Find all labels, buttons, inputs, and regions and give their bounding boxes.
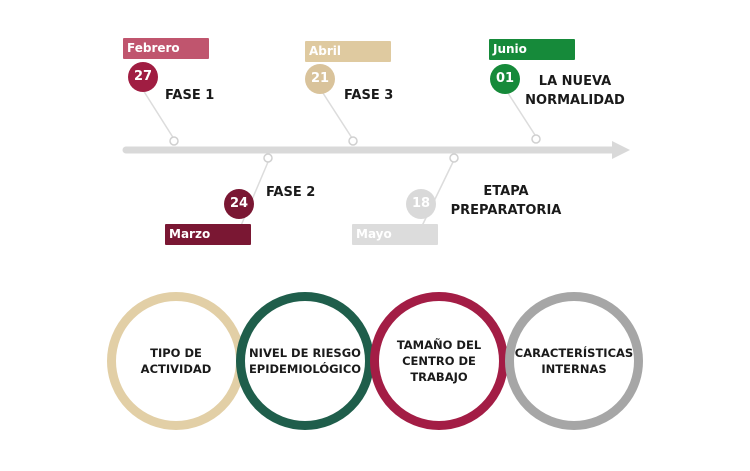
- ring-text-line1: CARACTERÍSTICAS: [514, 346, 634, 360]
- phase-label-fase1: FASE 1: [165, 88, 215, 103]
- node-fase1: [169, 136, 179, 146]
- ring-text-line3: TRABAJO: [410, 370, 468, 384]
- ring-text-line2: INTERNAS: [541, 362, 607, 376]
- phase-label-nueva-normalidad: LA NUEVA NORMALIDAD: [525, 72, 625, 110]
- month-tag-marzo: Marzo: [165, 224, 251, 245]
- ring-text-line2: CENTRO DE: [402, 354, 476, 368]
- connector-normalidad: [505, 89, 536, 136]
- day-dot-18: 18: [406, 189, 436, 219]
- day-dot-21: 21: [305, 64, 335, 94]
- node-fase3: [348, 136, 358, 146]
- connector-fase3: [320, 89, 353, 139]
- criteria-ring-caracteristicas: CARACTERÍSTICAS INTERNAS: [505, 292, 643, 430]
- criteria-ring-tipo-actividad: TIPO DE ACTIVIDAD: [107, 292, 245, 430]
- phase-label-fase2: FASE 2: [266, 185, 316, 200]
- phase-label-line2: PREPARATORIA: [450, 203, 562, 218]
- month-tag-abril: Abril: [305, 41, 391, 62]
- month-tag-febrero: Febrero: [123, 38, 209, 59]
- phase-label-line2: NORMALIDAD: [525, 93, 625, 108]
- criteria-ring-tamano-centro: TAMAÑO DEL CENTRO DE TRABAJO: [370, 292, 508, 430]
- month-tag-mayo: Mayo: [352, 224, 438, 245]
- ring-text-line1: TIPO DE: [150, 346, 202, 360]
- node-fase2: [263, 153, 273, 163]
- phase-label-fase3: FASE 3: [344, 88, 394, 103]
- day-dot-27: 27: [128, 62, 158, 92]
- ring-text-line2: EPIDEMIOLÓGICO: [248, 362, 362, 376]
- connector-fase1: [142, 89, 175, 140]
- day-dot-24: 24: [224, 189, 254, 219]
- node-normalidad: [531, 134, 541, 144]
- ring-text-line2: ACTIVIDAD: [140, 362, 212, 376]
- ring-text-line1: NIVEL DE RIESGO: [249, 346, 361, 360]
- ring-text-line1: TAMAÑO DEL: [396, 338, 482, 352]
- day-dot-01: 01: [490, 64, 520, 94]
- phase-label-etapa-preparatoria: ETAPA PREPARATORIA: [446, 182, 566, 220]
- criteria-ring-nivel-riesgo: NIVEL DE RIESGO EPIDEMIOLÓGICO: [236, 292, 374, 430]
- timeline-arrowhead-icon: [612, 141, 630, 159]
- phase-label-line1: ETAPA: [483, 184, 529, 199]
- node-preparatoria: [449, 153, 459, 163]
- phase-label-line1: LA NUEVA: [538, 74, 612, 89]
- month-tag-junio: Junio: [489, 39, 575, 60]
